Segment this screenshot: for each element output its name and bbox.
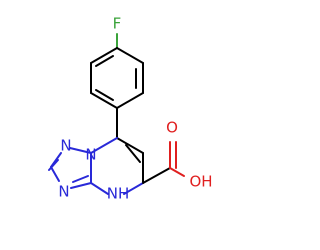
phenyl-bond-1 — [116, 47, 144, 64]
phenyl-bond-4 — [90, 92, 118, 109]
triazole-ring — [48, 147, 92, 189]
phenyl-bond-3 — [116, 92, 144, 109]
phenyl-bond-6 — [90, 47, 118, 64]
ring6-double-bond — [125, 144, 141, 163]
acid-c-bond — [142, 167, 171, 184]
ring6-bond-4 — [90, 182, 109, 195]
molecule-structure-diagram: F N N N NH O OH — [48, 15, 213, 203]
ring6-bond-3 — [123, 182, 144, 195]
ring5-double-bond-2 — [72, 175, 89, 183]
ring5-bond-4 — [70, 182, 92, 189]
nitrogen-atom-label-top: N — [60, 137, 71, 155]
carbonyl-oxygen-label: O — [166, 119, 178, 137]
fluorine-atom-label: F — [113, 15, 122, 33]
ring6-bond-1 — [116, 137, 144, 154]
hydroxyl-label: OH — [189, 173, 212, 191]
carboxylic-acid-group — [142, 141, 185, 184]
ring5-bond-1 — [69, 147, 92, 154]
nitrogen-atom-label-bridge: N — [85, 146, 96, 164]
fluorophenyl-ring — [90, 33, 144, 109]
amine-nh-label: NH — [107, 185, 130, 203]
ring5-bond-3 — [50, 166, 60, 182]
acid-c-oh-bond — [169, 167, 185, 177]
dihydropyrimidine-ring — [90, 137, 144, 195]
phenyl-double-bond-2 — [95, 55, 114, 67]
ring6-bond-6 — [90, 137, 118, 154]
nitrogen-atom-label-left: N — [58, 183, 69, 201]
ring5-double-bond-1 — [48, 159, 59, 171]
phenyl-double-bond-3 — [95, 89, 114, 101]
